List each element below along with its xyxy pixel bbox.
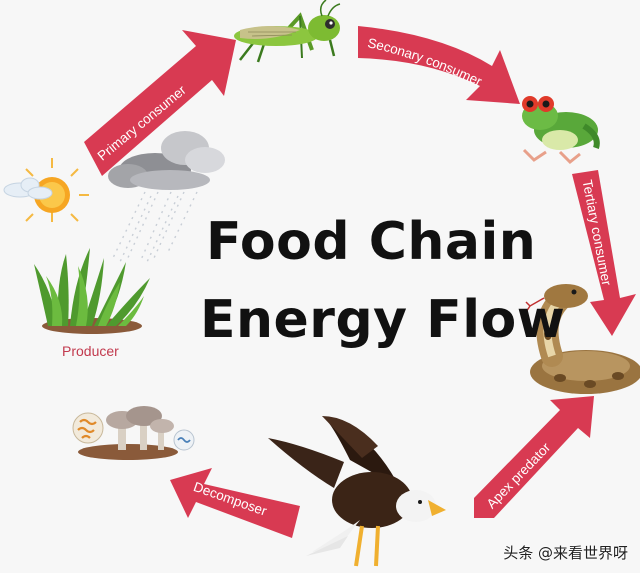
mushroom-icon bbox=[72, 406, 195, 460]
label-apex-predator: Apex predator bbox=[484, 439, 554, 511]
eagle-icon bbox=[268, 416, 446, 567]
label-producer: Producer bbox=[62, 343, 119, 359]
arrow-apex-predator bbox=[474, 396, 594, 518]
arrow-tertiary-consumer bbox=[572, 170, 636, 336]
snake-icon bbox=[525, 284, 640, 394]
title-line-1: Food Chain bbox=[206, 212, 537, 272]
grasshopper-icon bbox=[234, 0, 341, 63]
arrow-primary-consumer bbox=[84, 30, 236, 176]
arrow-decomposer bbox=[170, 468, 300, 538]
rain-cloud-icon bbox=[108, 131, 225, 265]
arrow-secondary-consumer bbox=[358, 26, 520, 104]
title-line-2: Energy Flow bbox=[200, 290, 566, 350]
frog-icon bbox=[522, 96, 600, 165]
sun-icon bbox=[3, 158, 89, 222]
label-tertiary-consumer: Tertiary consumer bbox=[579, 178, 614, 287]
grass-icon bbox=[34, 248, 150, 334]
watermark: 头条 @来看世界呀 bbox=[503, 544, 628, 562]
